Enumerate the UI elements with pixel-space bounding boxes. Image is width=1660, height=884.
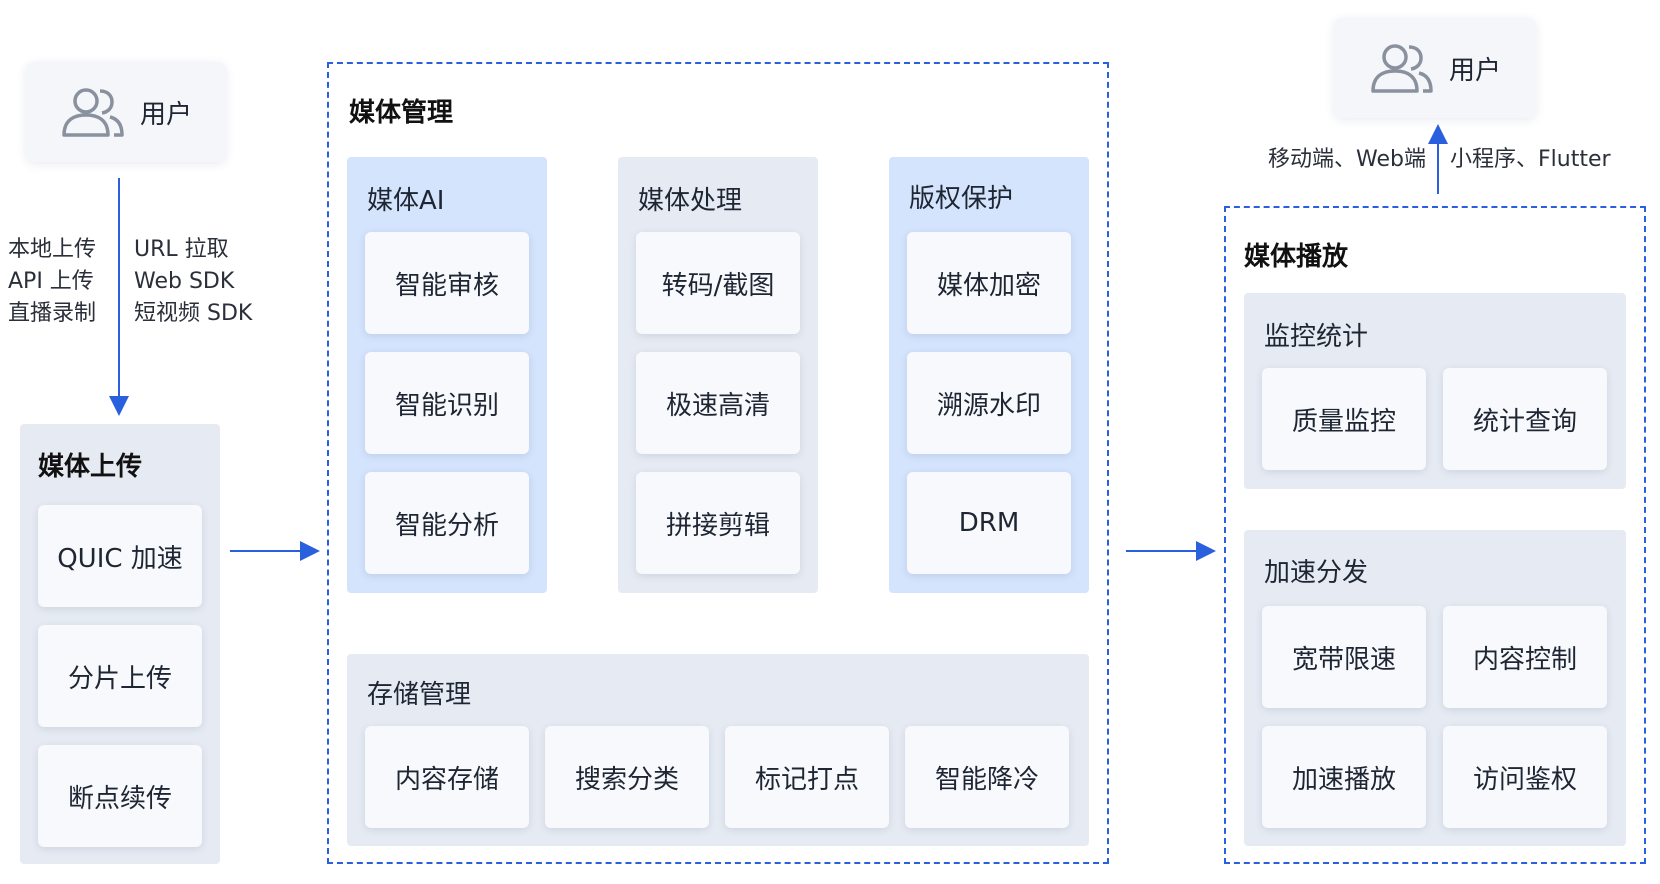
upload-methods-right: URL 拉取 Web SDK 短视频 SDK [134,234,274,330]
media-playback-title: 媒体播放 [1244,242,1349,272]
feature-card: 媒体加密 [907,232,1071,334]
playback-feature-card: 内容控制 [1443,606,1607,708]
users-icon [1371,44,1433,93]
user-card-right: 用户 [1334,18,1536,118]
feature-card: 溯源水印 [907,352,1071,454]
playback-feature-card: 质量监控 [1262,368,1426,470]
upload-method: URL 拉取 [134,237,229,262]
user-label: 用户 [1448,55,1501,86]
storage-item-card: 智能降冷 [905,726,1069,828]
media-upload-title: 媒体上传 [38,452,143,482]
feature-card: 智能审核 [365,232,529,334]
feature-card: 拼接剪辑 [636,472,800,574]
storage-item-card: 标记打点 [725,726,889,828]
upload-method: 短视频 SDK [134,301,253,326]
client-label-left: 移动端、Web端 [1268,147,1426,172]
storage-management-title: 存储管理 [367,680,472,710]
group-title: 版权保护 [909,184,1014,214]
monitoring-title: 监控统计 [1264,322,1369,352]
upload-methods-left: 本地上传 API 上传 直播录制 [8,234,108,330]
upload-method: 本地上传 [8,237,97,262]
feature-card: DRM [907,472,1071,574]
feature-card: 转码/截图 [636,232,800,334]
upload-method: 直播录制 [8,301,97,326]
user-card-left: 用户 [26,62,226,162]
storage-item-card: 内容存储 [365,726,529,828]
playback-feature-card: 宽带限速 [1262,606,1426,708]
playback-feature-card: 加速播放 [1262,726,1426,828]
feature-card: 智能识别 [365,352,529,454]
upload-method: Web SDK [134,269,235,294]
users-icon [62,88,124,137]
feature-card: 极速高清 [636,352,800,454]
upload-item-card: 断点续传 [38,745,202,847]
user-label: 用户 [139,99,192,130]
feature-card: 智能分析 [365,472,529,574]
group-title: 媒体AI [367,186,445,216]
upload-method: API 上传 [8,269,94,294]
group-title: 媒体处理 [638,186,743,216]
media-management-title: 媒体管理 [349,98,454,128]
playback-feature-card: 访问鉴权 [1443,726,1607,828]
client-label-right: 小程序、Flutter [1450,147,1611,172]
playback-feature-card: 统计查询 [1443,368,1607,470]
acceleration-title: 加速分发 [1264,558,1369,588]
upload-item-card: QUIC 加速 [38,505,202,607]
upload-item-card: 分片上传 [38,625,202,727]
storage-item-card: 搜索分类 [545,726,709,828]
